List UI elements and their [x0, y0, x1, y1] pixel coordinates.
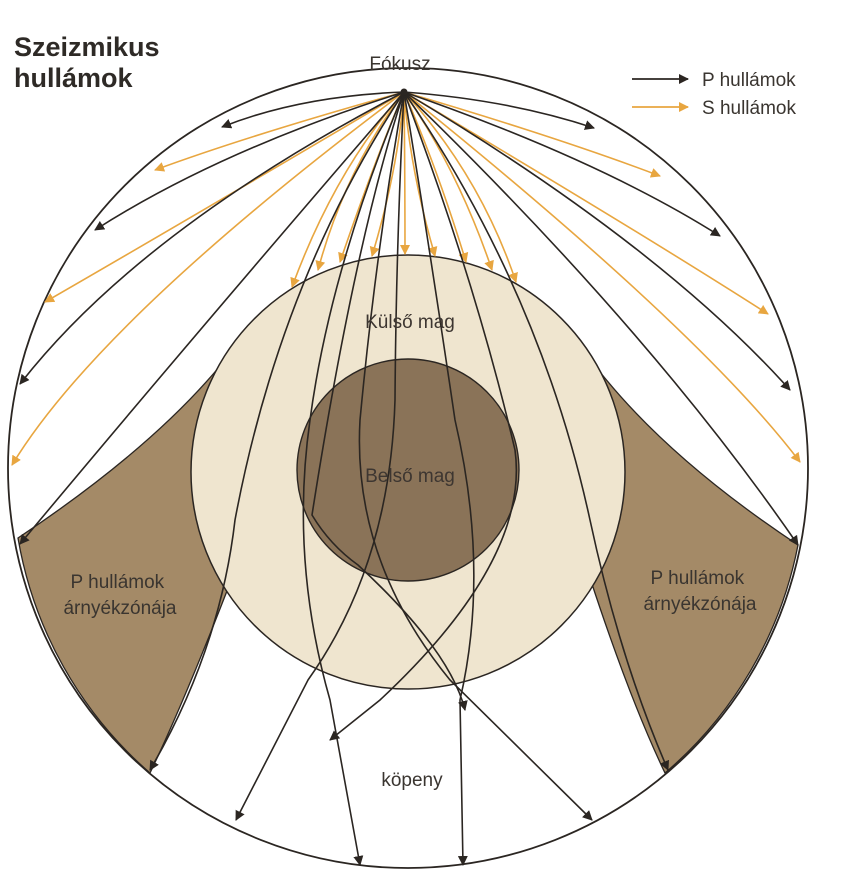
- legend: P hullámok S hullámok: [632, 70, 796, 119]
- p-wave-ray-4: [403, 91, 721, 237]
- s-wave-ray-6: [403, 91, 801, 463]
- focus-label: Fókusz: [369, 54, 430, 75]
- title-line-1: Szeizmikus: [14, 32, 160, 62]
- outer-core-label: Külső mag: [365, 312, 455, 333]
- s-wave-ray-5: [11, 91, 405, 466]
- p-wave-ray-16: [311, 91, 468, 711]
- s-wave-ray-15: [403, 91, 518, 283]
- s-wave-ray-2: [403, 91, 661, 178]
- shadow-left-line-1: P hullámok: [71, 572, 165, 593]
- shadow-zone-right-label: P hullámok árnyékzónája: [643, 568, 756, 615]
- s-wave-ray-1: [154, 91, 405, 172]
- s-wave-ray-11: [399, 91, 410, 255]
- p-wave-ray-8: [403, 91, 799, 546]
- mantle-label: köpeny: [381, 770, 443, 791]
- p-wave-ray-6: [403, 91, 791, 391]
- legend-p-label: P hullámok: [702, 70, 796, 91]
- p-wave-ray-5: [19, 91, 405, 385]
- p-wave-rays: [19, 91, 799, 866]
- inner-core: [296, 358, 520, 582]
- focus-point: [400, 88, 408, 96]
- p-wave-ray-2: [403, 91, 595, 130]
- p-wave-ray-9: [149, 91, 405, 771]
- s-wave-ray-12: [403, 91, 438, 257]
- diagram-title: Szeizmikus hullámok: [14, 32, 167, 93]
- legend-s-label: S hullámok: [702, 98, 796, 119]
- shadow-right-line-1: P hullámok: [651, 568, 745, 589]
- p-wave-ray-3: [94, 91, 405, 231]
- p-wave-ray-13: [235, 91, 405, 821]
- s-wave-ray-3: [44, 91, 405, 303]
- p-wave-ray-14: [403, 91, 475, 866]
- s-wave-ray-8: [315, 91, 405, 271]
- p-wave-ray-7: [19, 91, 405, 545]
- title-line-2: hullámok: [14, 63, 134, 93]
- p-wave-ray-1: [221, 91, 405, 129]
- p-wave-ray-15: [329, 91, 518, 741]
- s-wave-ray-4: [403, 91, 769, 315]
- p-wave-ray-10: [403, 91, 669, 771]
- s-wave-ray-13: [403, 91, 469, 263]
- shadow-left-line-2: árnyékzónája: [63, 598, 176, 619]
- shadow-zone-left-label: P hullámok árnyékzónája: [63, 572, 176, 619]
- inner-core-label: Belső mag: [365, 466, 455, 487]
- shadow-right-line-2: árnyékzónája: [643, 594, 756, 615]
- p-wave-ray-11: [302, 91, 405, 866]
